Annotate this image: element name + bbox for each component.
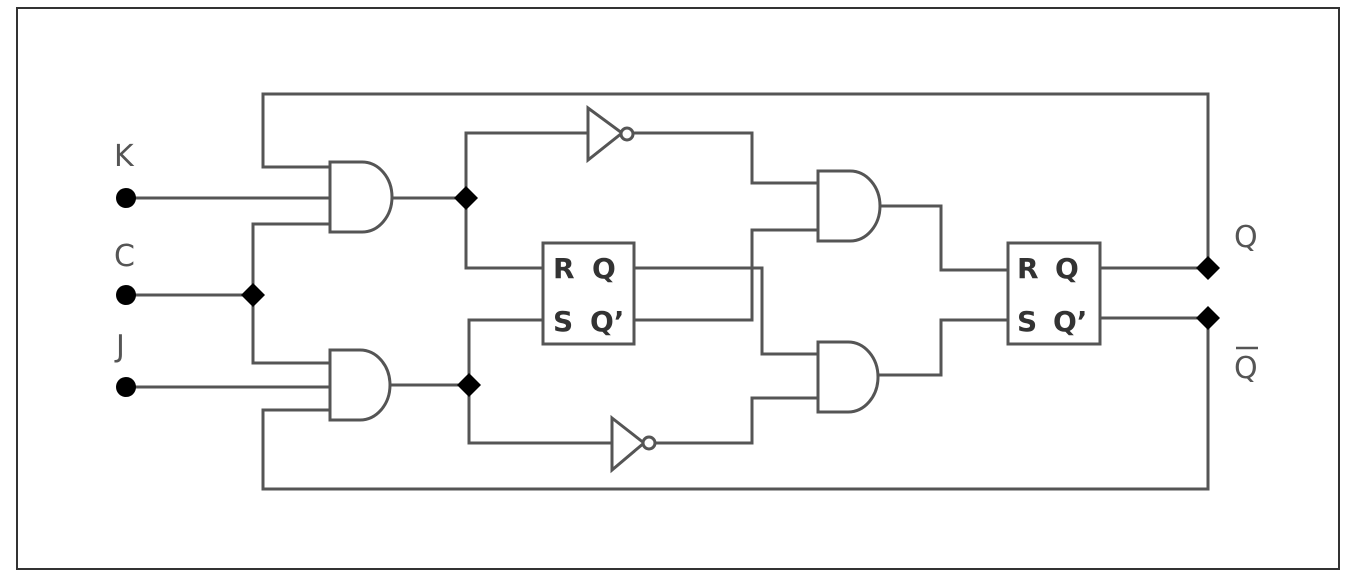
output-node-q-bar <box>1196 306 1220 330</box>
output-node-q <box>1196 256 1220 280</box>
flipflop-slave: R Q S Q’ <box>1006 241 1102 346</box>
not-gate-bottom <box>610 414 657 474</box>
wire-lower-and-out <box>876 318 1010 377</box>
ff-slave-q-label: Q <box>1055 252 1079 285</box>
wire-bottom-branch <box>467 383 614 445</box>
wire-top-feedback <box>261 92 1210 270</box>
and-gate-top-left <box>328 160 394 234</box>
wire-clock-vertical <box>251 222 332 365</box>
ff-master-qp-label: Q’ <box>590 305 624 338</box>
input-label-c: C <box>114 239 135 274</box>
diagram-frame <box>16 7 1340 570</box>
input-node-c <box>116 285 136 305</box>
not-gate-top <box>586 105 635 164</box>
and-gate-bottom-right <box>816 340 880 414</box>
flipflop-master: R Q S Q’ <box>541 241 636 346</box>
wire-bottom-not-out <box>654 396 820 445</box>
ff-master-q-label: Q <box>592 252 616 285</box>
wire-master-qp <box>632 228 820 322</box>
wire-top-not-out <box>632 131 820 185</box>
ff-master-r-label: R <box>553 252 575 285</box>
wire-upper-and-out <box>878 204 1010 272</box>
input-node-k <box>116 188 136 208</box>
top-and-junction <box>454 186 478 210</box>
and-gate-top-right <box>816 169 882 243</box>
output-label-q: Q <box>1234 220 1258 255</box>
ff-master-s-label: S <box>553 305 573 338</box>
output-label-q-bar: Q <box>1234 351 1258 386</box>
ff-slave-r-label: R <box>1017 252 1039 285</box>
ff-slave-qp-label: Q’ <box>1053 305 1087 338</box>
wire-bottom-s <box>467 318 545 387</box>
wire-bottom-feedback <box>261 316 1210 491</box>
clock-junction <box>241 283 265 307</box>
input-node-j <box>116 377 136 397</box>
wire-top-r <box>464 196 545 270</box>
wire-master-q <box>632 266 820 356</box>
ff-slave-s-label: S <box>1017 305 1037 338</box>
input-label-k: K <box>114 139 135 174</box>
input-label-j: J <box>114 329 125 364</box>
bottom-and-junction <box>457 373 481 397</box>
and-gate-bottom-left <box>328 348 392 422</box>
wire-top-branch <box>464 131 590 200</box>
wires <box>124 92 1210 491</box>
